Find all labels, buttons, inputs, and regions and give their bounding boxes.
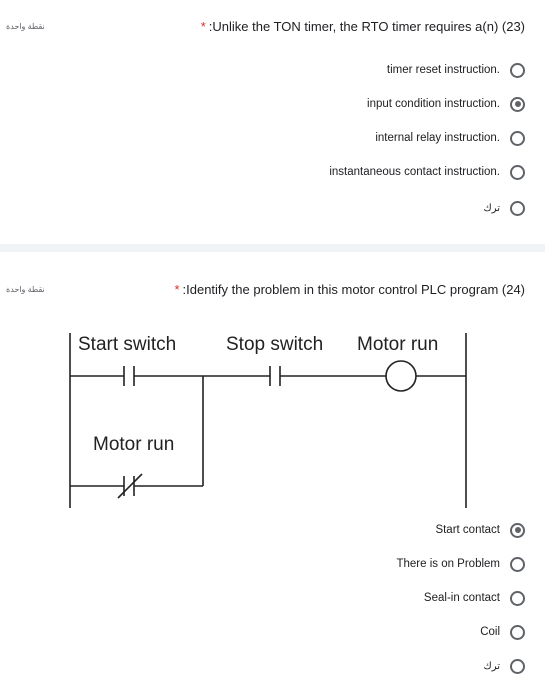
option-no-problem[interactable]: There is on Problem (396, 554, 525, 574)
question-text: :Unlike the TON timer, the RTO timer req… (208, 19, 525, 34)
option-start-contact[interactable]: Start contact (435, 520, 525, 540)
motor-run-contact-label: Motor run (93, 434, 174, 455)
radio-button-selected[interactable] (510, 522, 525, 538)
option-label: Seal-in contact (423, 592, 500, 604)
option-label: input condition instruction. (367, 98, 500, 110)
radio-button[interactable] (510, 658, 525, 674)
radio-button[interactable] (510, 590, 525, 606)
option-label: There is on Problem (396, 558, 500, 570)
stop-switch-label: Stop switch (226, 334, 323, 355)
option-label: ترك (483, 660, 500, 672)
points-label: نقطة واحدة (6, 285, 45, 294)
start-switch-label: Start switch (78, 334, 176, 355)
radio-button[interactable] (510, 62, 525, 78)
option-label: instantaneous contact instruction. (329, 166, 500, 178)
question-title: *:Identify the problem in this motor con… (174, 282, 525, 297)
option-skip[interactable]: ترك (483, 198, 525, 218)
option-coil[interactable]: Coil (480, 622, 525, 642)
question-title: *:Unlike the TON timer, the RTO timer re… (201, 19, 525, 34)
radio-button[interactable] (510, 130, 525, 146)
question-card-23: نقطة واحدة *:Unlike the TON timer, the R… (0, 0, 545, 244)
motor-run-coil-label: Motor run (357, 334, 438, 355)
ladder-diagram: Start switch Stop switch Motor run Motor… (69, 333, 467, 508)
option-instantaneous-contact[interactable]: instantaneous contact instruction. (329, 162, 525, 182)
option-label: ترك (483, 202, 500, 214)
option-internal-relay[interactable]: internal relay instruction. (375, 128, 525, 148)
required-mark: * (174, 282, 180, 297)
motor-run-coil (385, 360, 417, 392)
normally-closed-slash (117, 473, 143, 499)
radio-button[interactable] (510, 200, 525, 216)
option-label: internal relay instruction. (375, 132, 500, 144)
radio-button[interactable] (510, 556, 525, 572)
radio-button-selected[interactable] (510, 96, 525, 112)
option-label: timer reset instruction. (386, 64, 500, 76)
question-text: :Identify the problem in this motor cont… (182, 282, 525, 297)
option-label: Coil (480, 626, 500, 638)
required-mark: * (200, 19, 206, 34)
option-label: Start contact (435, 524, 500, 536)
option-input-condition[interactable]: input condition instruction. (367, 94, 525, 114)
points-label: نقطة واحدة (6, 22, 45, 31)
question-card-24: نقطة واحدة *:Identify the problem in thi… (0, 252, 545, 700)
option-timer-reset[interactable]: timer reset instruction. (387, 60, 525, 80)
option-seal-in-contact[interactable]: Seal-in contact (424, 588, 525, 608)
card-divider (0, 244, 545, 252)
option-skip[interactable]: ترك (483, 656, 525, 676)
radio-button[interactable] (510, 624, 525, 640)
radio-button[interactable] (510, 164, 525, 180)
